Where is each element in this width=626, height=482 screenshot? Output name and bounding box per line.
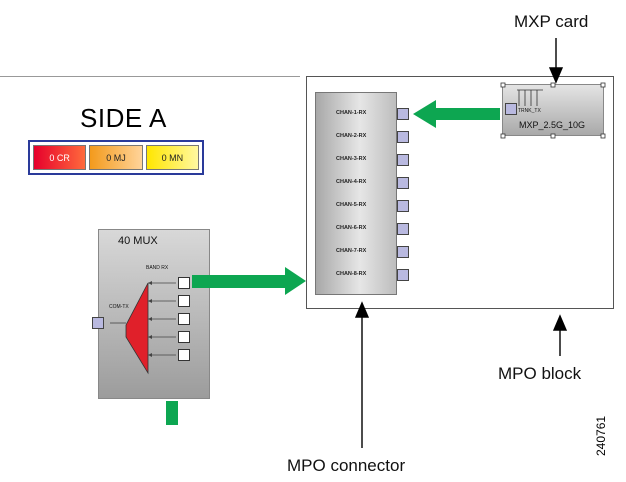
trunk-label: TRNK_TX <box>518 108 541 114</box>
channel-label: CHAN-2-RX <box>336 133 367 139</box>
channel-port[interactable] <box>397 269 409 281</box>
channel-port[interactable] <box>397 200 409 212</box>
mxp-callout-arrowhead <box>548 67 564 84</box>
channel-label: CHAN-5-RX <box>336 202 367 208</box>
channel-label: CHAN-1-RX <box>336 110 367 116</box>
figure-number: 240761 <box>594 415 608 456</box>
channel-port[interactable] <box>397 131 409 143</box>
mux-card[interactable] <box>98 229 210 399</box>
band-port[interactable] <box>178 349 190 361</box>
channel-port[interactable] <box>397 177 409 189</box>
mux-to-mpo-arrow <box>192 267 306 295</box>
mux-trapezoid-icon <box>125 282 149 375</box>
critical-alarm-count[interactable]: 0 CR <box>33 145 87 170</box>
channel-port[interactable] <box>397 223 409 235</box>
mux-fiber-stub <box>166 401 178 425</box>
mxp-card-name: MXP_2.5G_10G <box>519 120 586 130</box>
mux-schematic <box>110 281 176 375</box>
channel-label: CHAN-3-RX <box>336 156 367 162</box>
channel-port[interactable] <box>397 154 409 166</box>
minor-alarm-count[interactable]: 0 MN <box>145 145 199 170</box>
channel-port[interactable] <box>397 246 409 258</box>
channel-label: CHAN-8-RX <box>336 271 367 277</box>
channel-label: CHAN-4-RX <box>336 179 367 185</box>
mpo-block-callout-arrowhead <box>552 314 568 331</box>
band-port[interactable] <box>178 313 190 325</box>
mxp-to-mpo-arrow <box>413 100 500 128</box>
trunk-port[interactable] <box>505 103 517 115</box>
mpo-connector-callout-arrowhead <box>354 301 370 318</box>
com-tx-port[interactable] <box>92 317 104 329</box>
mux-title: 40 MUX <box>118 235 158 247</box>
mpo-connector[interactable] <box>315 92 397 295</box>
divider-line <box>0 76 300 77</box>
major-alarm-count[interactable]: 0 MJ <box>89 145 143 170</box>
channel-label: CHAN-6-RX <box>336 225 367 231</box>
com-tx-label: COM-TX <box>109 304 129 310</box>
channel-label: CHAN-7-RX <box>336 248 367 254</box>
band-port[interactable] <box>178 277 190 289</box>
band-rx-label: BAND RX <box>146 265 169 271</box>
band-port[interactable] <box>178 331 190 343</box>
mxp-card-callout: MXP card <box>514 12 589 31</box>
mpo-block-callout: MPO block <box>498 364 582 383</box>
channel-port[interactable] <box>397 108 409 120</box>
mpo-connector-callout: MPO connector <box>287 456 406 475</box>
mxp-selection-handles <box>500 82 606 139</box>
band-port[interactable] <box>178 295 190 307</box>
side-title: SIDE A <box>80 103 167 133</box>
alarm-summary-bar[interactable]: 0 CR 0 MJ 0 MN <box>28 140 204 175</box>
